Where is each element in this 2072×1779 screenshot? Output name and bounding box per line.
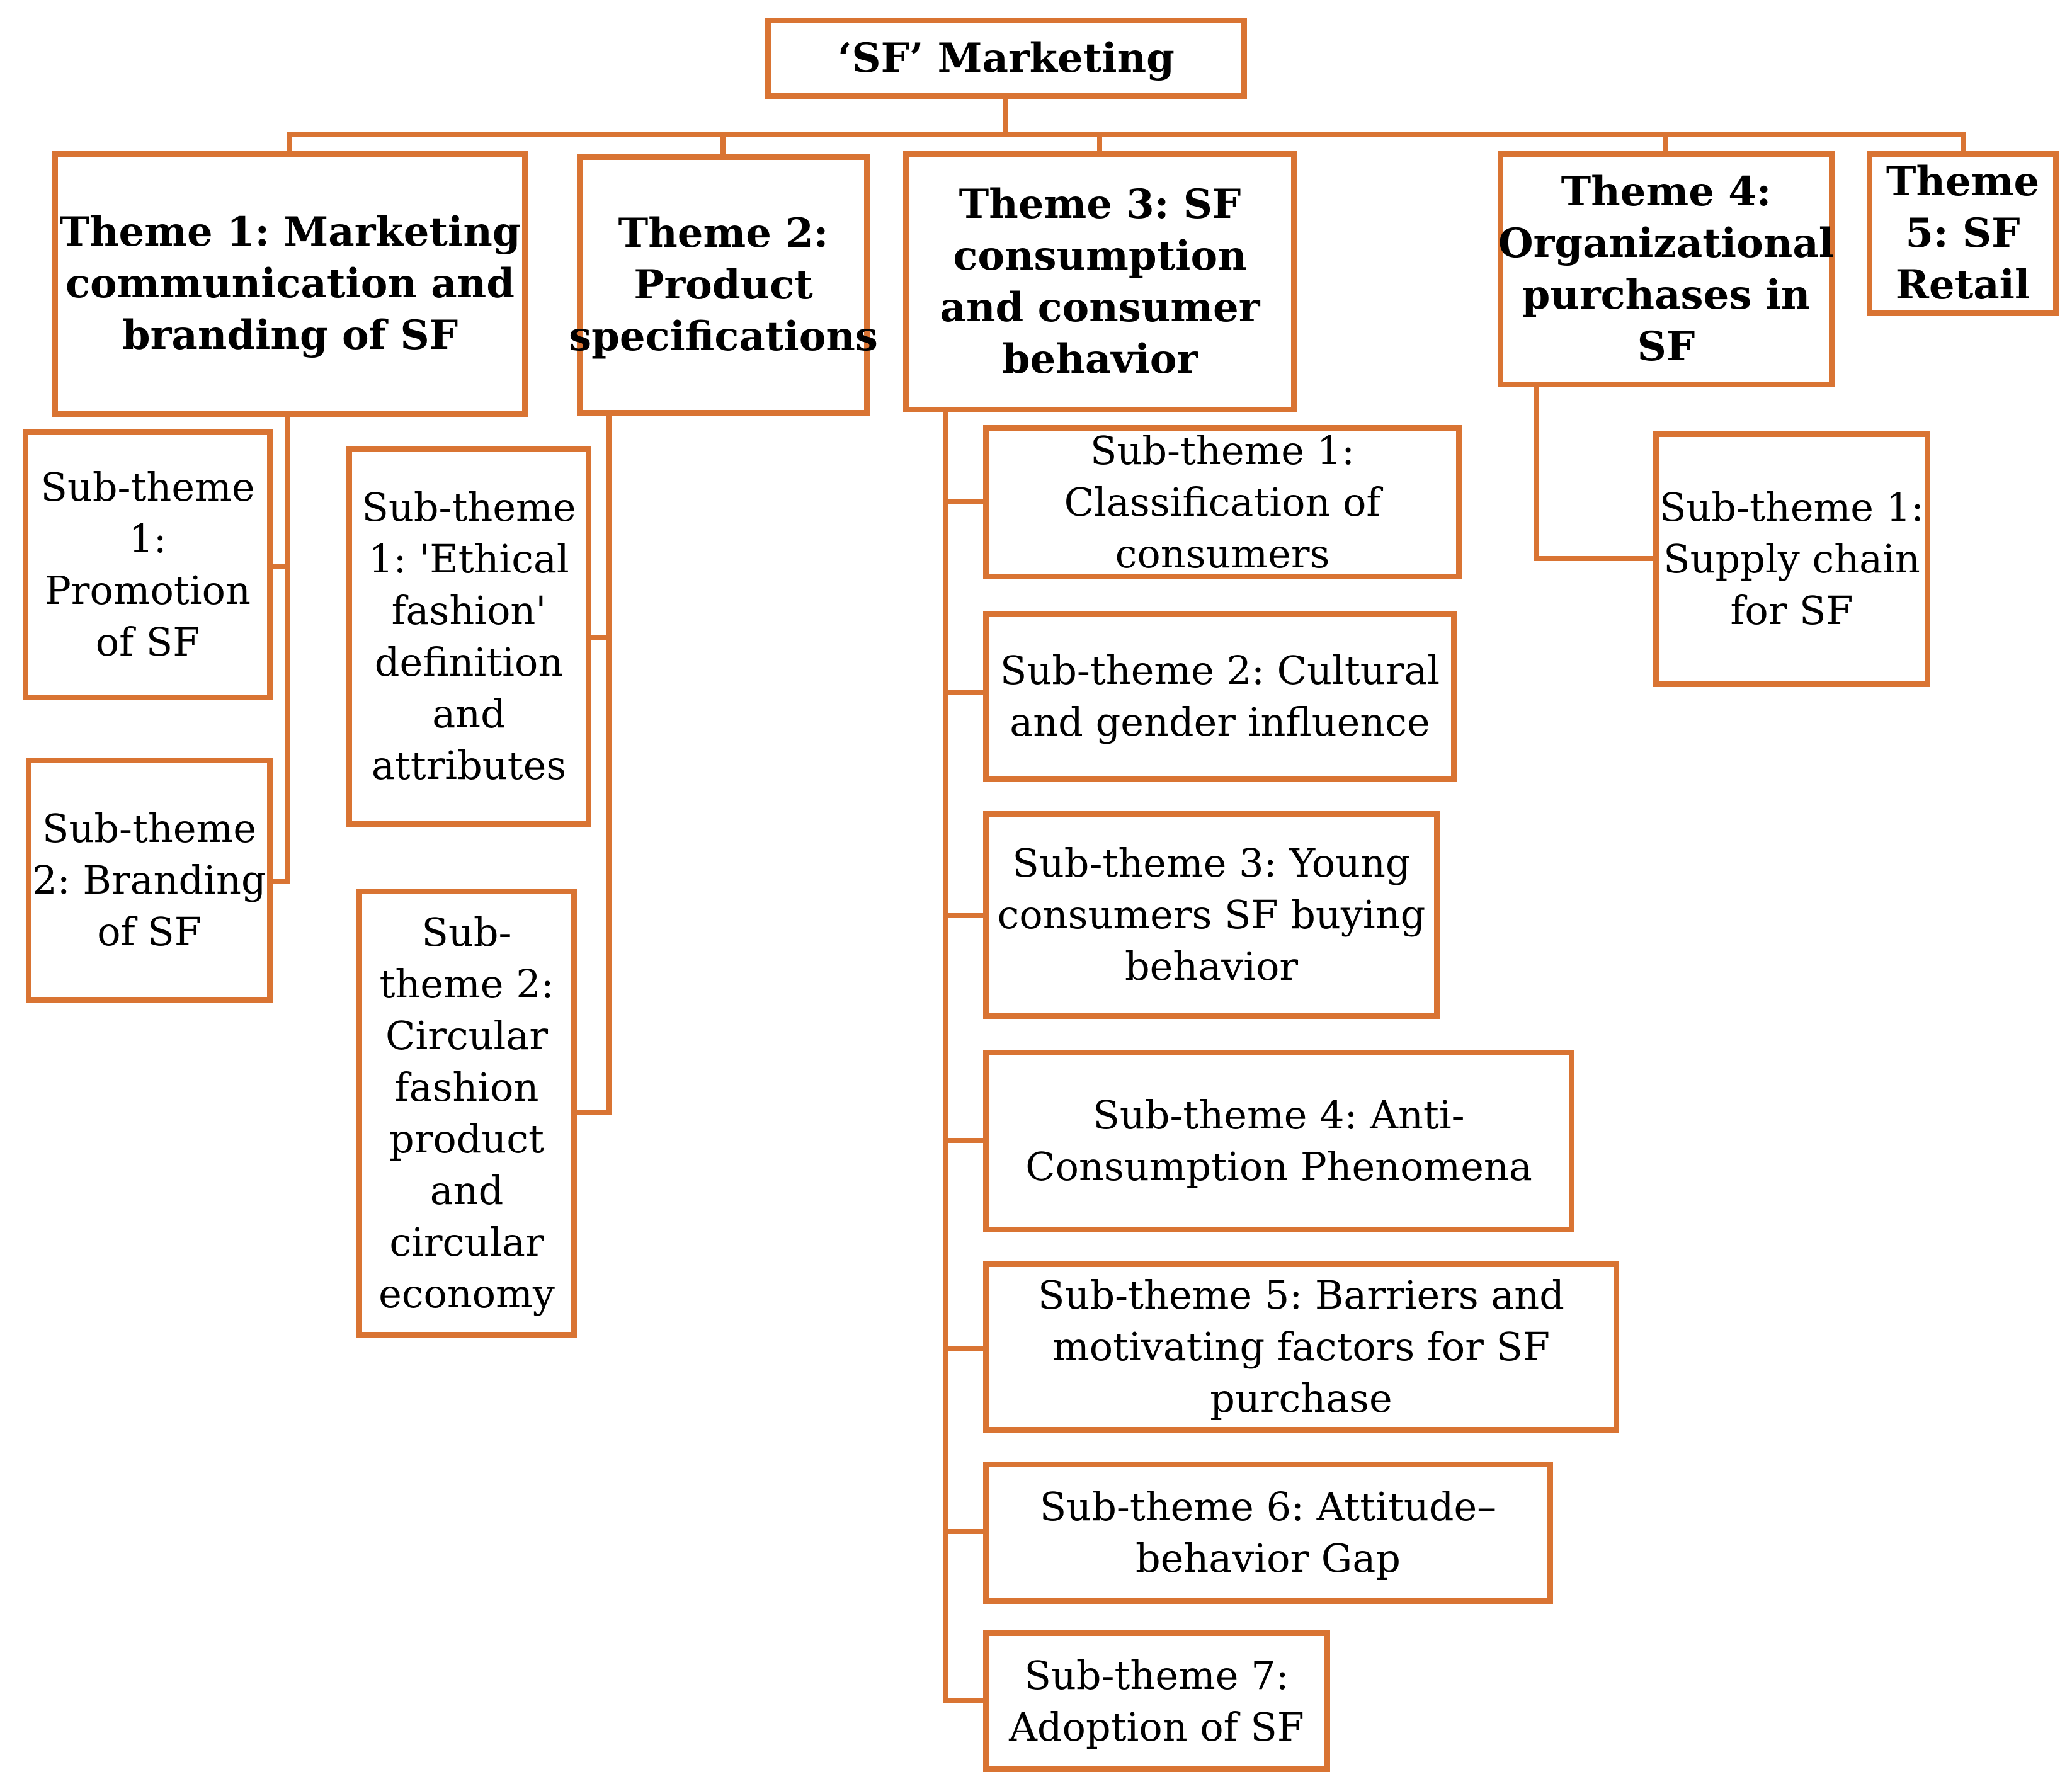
- theme-3-subtheme-4-node: Sub-theme 4: Anti-Consumption Phenomena: [983, 1050, 1574, 1232]
- theme-3-subtheme-7-label: Sub-theme 7: Adoption of SF: [1009, 1652, 1304, 1750]
- theme-4-subtheme-1-label: Sub-theme 1: Supply chain for SF: [1659, 484, 1925, 634]
- theme-2-node: Theme 2: Product specifications: [569, 154, 878, 416]
- theme-2-subtheme-1-node: Sub-theme 1: 'Ethical fashion' definitio…: [346, 446, 591, 827]
- theme-3-subtheme-1-node: Sub-theme 1: Classification of consumers: [983, 425, 1462, 579]
- theme-2-subtheme-1-label: Sub-theme 1: 'Ethical fashion' definitio…: [361, 484, 576, 788]
- theme-4-node: Theme 4: Organizational purchases in SF: [1498, 151, 1835, 387]
- theme-1-subtheme-2-label: Sub-theme 2: Branding of SF: [32, 805, 266, 955]
- theme-1-label: Theme 1: Marketing communication and bra…: [59, 208, 521, 359]
- theme-1-subtheme-1-node: Sub-theme 1: Promotion of SF: [23, 429, 273, 700]
- theme-1-node: Theme 1: Marketing communication and bra…: [52, 151, 528, 417]
- theme-3-node: Theme 3: SF consumption and consumer beh…: [903, 151, 1297, 412]
- theme-3-subtheme-7-node: Sub-theme 7: Adoption of SF: [983, 1630, 1330, 1772]
- theme-3-subtheme-2-node: Sub-theme 2: Cultural and gender influen…: [983, 611, 1457, 782]
- theme-3-label: Theme 3: SF consumption and consumer beh…: [940, 180, 1260, 383]
- theme-3-subtheme-1-label: Sub-theme 1: Classification of consumers: [1064, 427, 1381, 577]
- theme-3-subtheme-4-label: Sub-theme 4: Anti-Consumption Phenomena: [1025, 1092, 1532, 1190]
- theme-5-node: Theme 5: SF Retail: [1867, 151, 2059, 316]
- theme-3-subtheme-2-label: Sub-theme 2: Cultural and gender influen…: [999, 647, 1440, 745]
- theme-2-label: Theme 2: Product specifications: [569, 209, 878, 360]
- theme-5-label: Theme 5: SF Retail: [1886, 158, 2040, 309]
- theme-3-subtheme-5-node: Sub-theme 5: Barriers and motivating fac…: [983, 1261, 1619, 1433]
- theme-1-subtheme-1-label: Sub-theme 1: Promotion of SF: [40, 464, 255, 665]
- theme-4-label: Theme 4: Organizational purchases in SF: [1498, 168, 1835, 370]
- theme-2-subtheme-2-label: Sub-theme 2: Circular fashion product an…: [379, 909, 555, 1317]
- theme-3-subtheme-3-label: Sub-theme 3: Young consumers SF buying b…: [997, 840, 1426, 989]
- theme-3-subtheme-5-label: Sub-theme 5: Barriers and motivating fac…: [1038, 1272, 1564, 1421]
- theme-3-subtheme-3-node: Sub-theme 3: Young consumers SF buying b…: [983, 811, 1440, 1019]
- theme-1-subtheme-2-node: Sub-theme 2: Branding of SF: [26, 758, 273, 1003]
- theme-4-subtheme-1-node: Sub-theme 1: Supply chain for SF: [1653, 431, 1930, 687]
- theme-3-subtheme-6-node: Sub-theme 6: Attitude–behavior Gap: [983, 1462, 1553, 1604]
- theme-2-subtheme-2-node: Sub-theme 2: Circular fashion product an…: [356, 889, 577, 1338]
- root-label: ‘SF’ Marketing: [838, 34, 1175, 82]
- root-node: ‘SF’ Marketing: [765, 18, 1247, 99]
- theme-3-subtheme-6-label: Sub-theme 6: Attitude–behavior Gap: [1039, 1484, 1497, 1581]
